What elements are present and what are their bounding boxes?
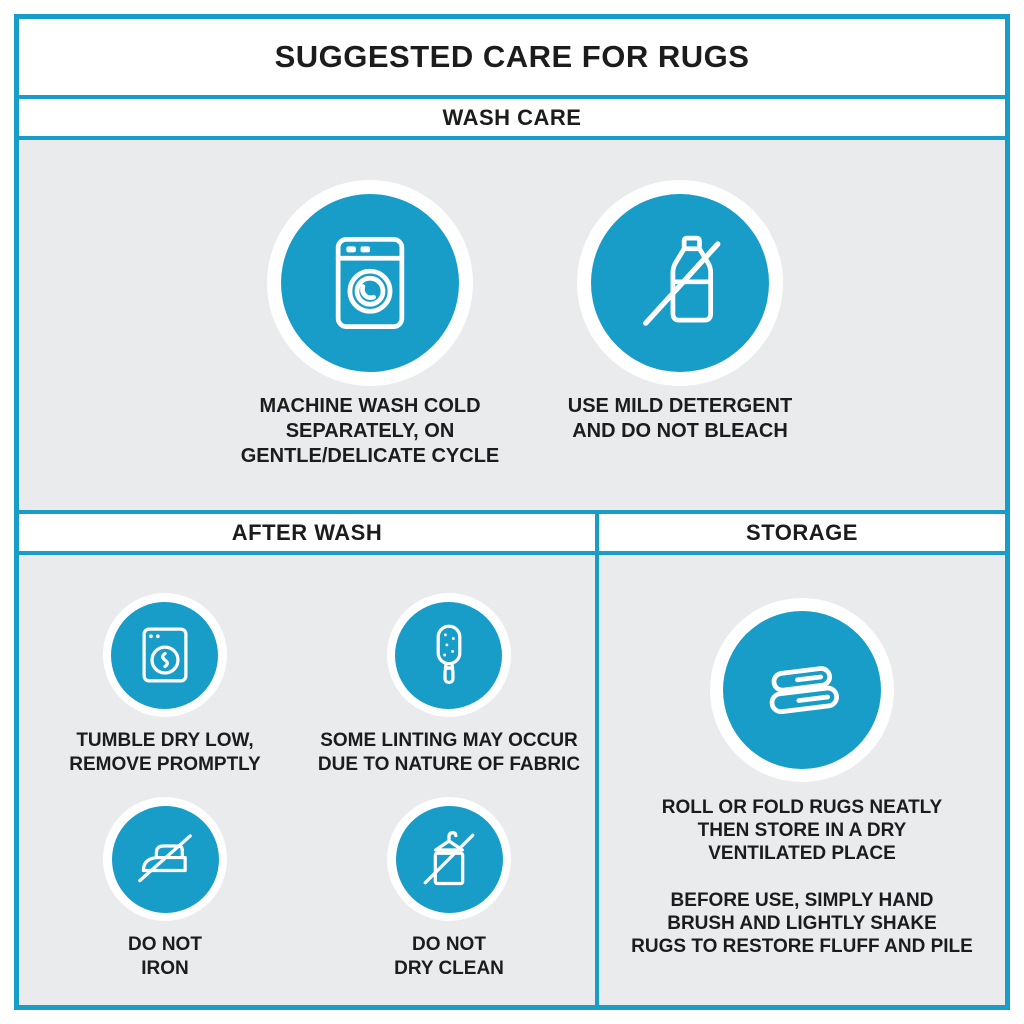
- washing-machine-badge: [267, 180, 473, 386]
- tumble-dry-item: TUMBLE DRY LOW, REMOVE PROMPTLY: [69, 593, 261, 777]
- storage-header: STORAGE: [599, 510, 1005, 555]
- do-not-dry-clean-icon: [423, 831, 475, 886]
- folded-rug-icon: [769, 666, 839, 715]
- title-bar: SUGGESTED CARE FOR RUGS: [19, 19, 1005, 95]
- after-wash-section: TUMBLE DRY LOW, REMOVE PROMPTLY: [19, 555, 595, 1005]
- machine-wash-item: MACHINE WASH COLD SEPARATELY, ON GENTLE/…: [215, 180, 525, 469]
- wash-care-section: MACHINE WASH COLD SEPARATELY, ON GENTLE/…: [19, 140, 1005, 510]
- do-not-dry-clean-item: DO NOT DRY CLEAN: [387, 797, 511, 981]
- storage-instructions: ROLL OR FOLD RUGS NEATLY THEN STORE IN A…: [661, 797, 943, 864]
- lint-roller-icon: [436, 624, 462, 684]
- do-not-iron-icon: [138, 834, 192, 883]
- do-not-dry-clean-caption: DO NOT DRY CLEAN: [394, 934, 504, 979]
- bottom-sections: AFTER WASH: [19, 510, 1005, 1005]
- after-wash-header: AFTER WASH: [19, 510, 595, 555]
- do-not-dry-clean-badge: [387, 797, 511, 921]
- storage-column: STORAGE ROLL O: [595, 510, 1005, 1005]
- no-bleach-item: USE MILD DETERGENT AND DO NOT BLEACH: [525, 180, 835, 444]
- machine-wash-caption: MACHINE WASH COLD SEPARATELY, ON GENTLE/…: [240, 395, 500, 467]
- tumble-dry-badge: [102, 593, 227, 717]
- storage-header-label: STORAGE: [746, 519, 858, 545]
- do-not-iron-badge: [103, 797, 227, 921]
- do-not-iron-item: DO NOT IRON: [103, 797, 227, 981]
- linting-caption: SOME LINTING MAY OCCUR DUE TO NATURE OF …: [317, 730, 581, 775]
- no-bleach-icon: [643, 235, 721, 326]
- no-bleach-badge: [577, 180, 783, 386]
- lint-roller-badge: [386, 593, 511, 717]
- no-bleach-caption: USE MILD DETERGENT AND DO NOT BLEACH: [567, 395, 793, 442]
- linting-item: SOME LINTING MAY OCCUR DUE TO NATURE OF …: [318, 593, 580, 777]
- washing-machine-icon: [335, 236, 405, 330]
- tumble-dry-icon: [142, 627, 188, 683]
- wash-care-header: WASH CARE: [19, 95, 1005, 140]
- wash-care-header-label: WASH CARE: [442, 104, 582, 130]
- rug-care-infographic: SUGGESTED CARE FOR RUGS WASH CARE: [14, 14, 1010, 1010]
- do-not-iron-caption: DO NOT IRON: [128, 934, 202, 979]
- tumble-dry-caption: TUMBLE DRY LOW, REMOVE PROMPTLY: [69, 730, 261, 775]
- folded-rug-badge: [710, 598, 894, 782]
- after-wash-column: AFTER WASH: [19, 510, 595, 1005]
- storage-before-use: BEFORE USE, SIMPLY HAND BRUSH AND LIGHTL…: [631, 890, 973, 957]
- after-wash-header-label: AFTER WASH: [231, 519, 383, 545]
- storage-section: ROLL OR FOLD RUGS NEATLY THEN STORE IN A…: [599, 555, 1005, 1005]
- poster-title: SUGGESTED CARE FOR RUGS: [274, 39, 750, 74]
